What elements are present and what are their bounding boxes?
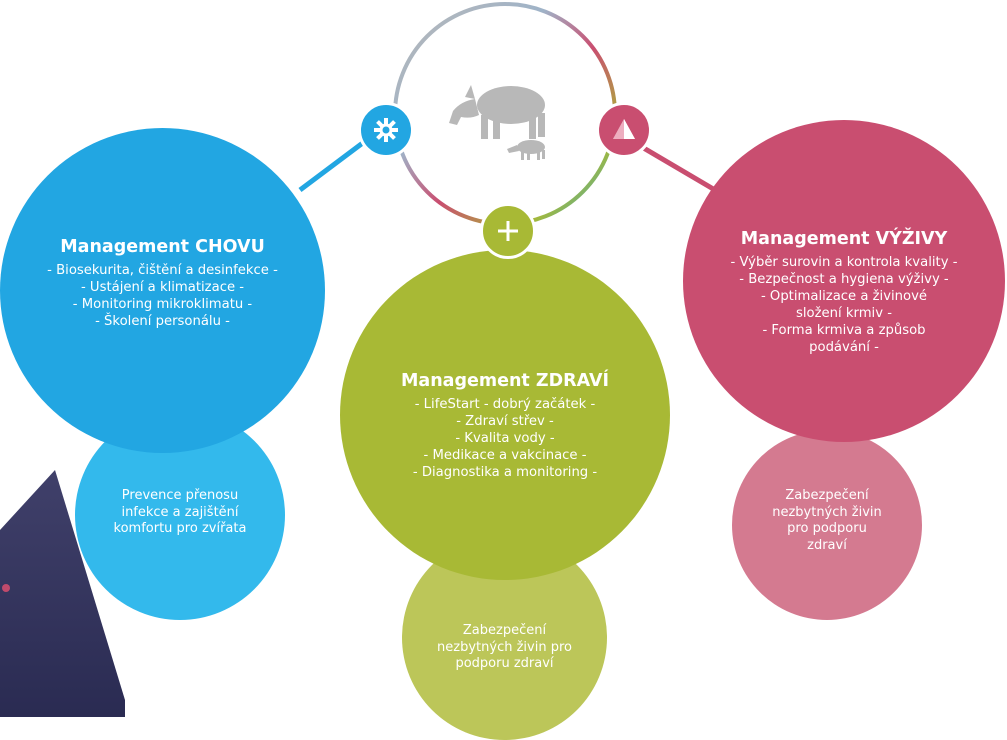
vyzivy-sub-line: pro podporu xyxy=(787,521,867,536)
vyzivy-sub-text: Zabezpečení nezbytných živin pro podporu… xyxy=(732,488,922,554)
plus-icon xyxy=(498,221,518,241)
zdravi-circle xyxy=(340,250,670,580)
vyzivy-circle xyxy=(683,120,1005,442)
zdravi-sub-line: podporu zdraví xyxy=(455,656,554,671)
vyzivy-item: - Výběr surovin a kontrola kvality - xyxy=(730,255,958,270)
chovu-sub-line: komfortu pro zvířata xyxy=(113,521,247,536)
zdravi-title: Management ZDRAVÍ xyxy=(400,371,609,391)
vyzivy-item: podávání - xyxy=(809,340,879,355)
chovu-item: - Biosekurita, čištění a desinfekce - xyxy=(47,263,278,278)
pig-with-piglet-icon xyxy=(449,85,545,160)
chovu-items: - Biosekurita, čištění a desinfekce - - … xyxy=(0,262,325,330)
gear-icon xyxy=(374,118,398,142)
vyzivy-sub-line: nezbytných živin xyxy=(772,504,882,520)
chovu-item: - Školení personálu - xyxy=(95,314,230,329)
zdravi-sub-line: Zabezpečení xyxy=(462,623,547,638)
zdravi-sub-text: Zabezpečení nezbytných živin pro podporu… xyxy=(402,623,607,673)
vyzivy-item: - Bezpečnost a hygiena výživy - xyxy=(739,272,949,287)
chovu-item: - Ustájení a klimatizace - xyxy=(80,280,245,295)
pyramid-badge xyxy=(596,102,652,158)
vyzivy-sub-circle xyxy=(732,430,922,620)
gear-badge xyxy=(358,102,414,158)
vyzivy-content: Management VÝŽIVY - Výběr surovin a kont… xyxy=(683,228,1005,356)
vyzivy-sub-line: zdraví xyxy=(807,537,847,553)
chovu-item: - Monitoring mikroklimatu - xyxy=(72,297,253,312)
vyzivy-item: - Forma krmiva a způsob xyxy=(762,323,926,338)
chovu-title: Management CHOVU xyxy=(60,237,265,257)
vyzivy-title: Management VÝŽIVY xyxy=(740,229,948,249)
chovu-sub-text: Prevence přenosu infekce a zajištění kom… xyxy=(75,488,285,538)
chovu-content: Management CHOVU - Biosekurita, čištění … xyxy=(0,236,325,330)
chovu-sub-line: Prevence přenosu xyxy=(121,488,239,503)
zdravi-item: - LifeStart - dobrý začátek - xyxy=(414,397,596,412)
vyzivy-item: složení krmiv - xyxy=(796,306,892,321)
zdravi-items: - LifeStart - dobrý začátek - - Zdraví s… xyxy=(340,396,670,481)
zdravi-content: Management ZDRAVÍ - LifeStart - dobrý za… xyxy=(340,370,670,481)
zdravi-item: - Zdraví střev - xyxy=(456,414,554,429)
pyramid-icon xyxy=(613,119,635,139)
chovu-sub-line: infekce a zajištění xyxy=(121,504,239,520)
plus-badge xyxy=(480,203,536,259)
zdravi-item: - Kvalita vody - xyxy=(455,431,555,446)
zdravi-item: - Medikace a vakcinace - xyxy=(423,448,587,463)
zdravi-sub-line: nezbytných živin pro xyxy=(437,639,572,655)
zdravi-item: - Diagnostika a monitoring - xyxy=(412,465,598,480)
vyzivy-sub-line: Zabezpečení xyxy=(785,488,869,503)
vyzivy-item: - Optimalizace a živinové xyxy=(760,289,928,304)
chovu-circle xyxy=(0,128,325,453)
vyzivy-items: - Výběr surovin a kontrola kvality - - B… xyxy=(683,254,1005,356)
